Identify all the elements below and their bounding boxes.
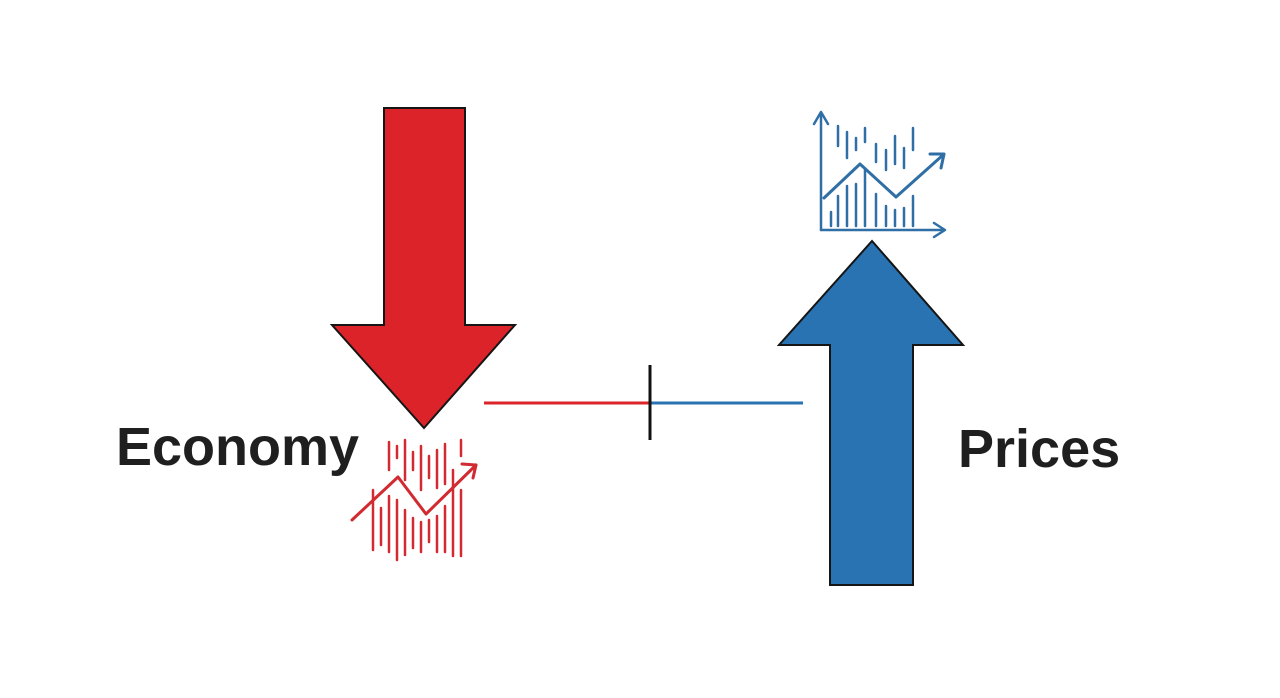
up-arrow [776,239,966,586]
economy-label: Economy [116,417,360,477]
chart-trend-icon [350,438,478,562]
down-arrow [329,107,518,430]
chart-trend-icon [812,110,947,239]
prices-label: Prices [958,419,1121,479]
